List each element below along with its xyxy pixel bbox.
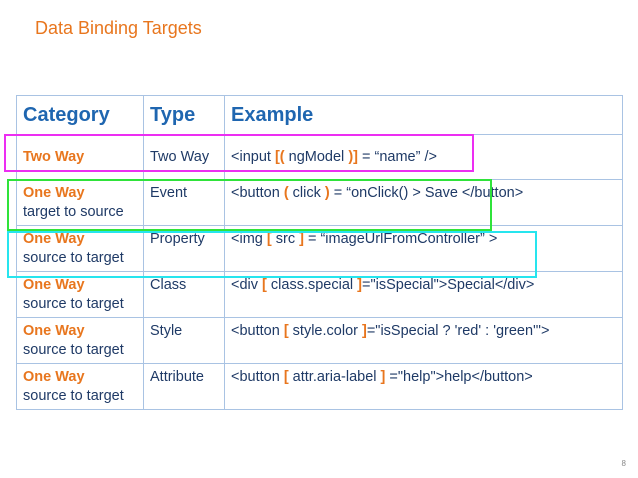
- binding-bracket: [: [283, 369, 289, 385]
- code-text: click: [288, 185, 325, 201]
- type-cell: Attribute: [143, 363, 225, 410]
- category-cell: One Way source to target: [16, 363, 144, 410]
- header-category: Category: [16, 95, 144, 135]
- table-row: One Way source to target Property <img […: [16, 225, 623, 272]
- category-cell: One Way source to target: [16, 317, 144, 364]
- category-cell: One Way source to target: [16, 271, 144, 318]
- category-cell: One Way target to source: [16, 179, 144, 226]
- page-number: 8: [621, 459, 626, 468]
- code-text: class.special: [266, 277, 358, 293]
- category-main: One Way: [23, 185, 85, 201]
- category-sub: source to target: [23, 388, 124, 404]
- table-row: One Way source to target Attribute <butt…: [16, 363, 623, 410]
- code-text: ="isSpecial ? 'red' : 'green'">: [366, 323, 550, 339]
- type-cell: Event: [143, 179, 225, 226]
- binding-bracket: )]: [348, 148, 358, 165]
- category-main: One Way: [23, 277, 85, 293]
- type-cell: Style: [143, 317, 225, 364]
- code-text: = “name” />: [357, 148, 437, 165]
- header-type: Type: [143, 95, 225, 135]
- binding-bracket: [: [266, 231, 272, 247]
- table-row: One Way source to target Style <button […: [16, 317, 623, 364]
- example-cell: <input [( ngModel )] = “name” />: [224, 134, 623, 180]
- example-cell: <button [ style.color ]="isSpecial ? 're…: [224, 317, 623, 364]
- binding-bracket: ]: [362, 323, 367, 339]
- code-text: <img: [231, 231, 267, 247]
- code-text: <button: [231, 185, 284, 201]
- table-row: One Way target to source Event <button (…: [16, 179, 623, 226]
- category-sub: source to target: [23, 250, 124, 266]
- binding-bracket: [: [283, 323, 289, 339]
- example-cell: <img [ src ] = “imageUrlFromController” …: [224, 225, 623, 272]
- example-cell: <div [ class.special ]="isSpecial">Speci…: [224, 271, 623, 318]
- code-text: ngModel: [284, 148, 349, 165]
- code-text: <input: [231, 148, 275, 165]
- binding-bracket: [: [262, 277, 267, 293]
- example-cell: <button [ attr.aria-label ] ="help">help…: [224, 363, 623, 410]
- code-text: <button: [231, 323, 284, 339]
- category-main: One Way: [23, 231, 85, 247]
- binding-bracket: (: [283, 185, 289, 201]
- category-sub: source to target: [23, 296, 124, 312]
- example-cell: <button ( click ) = “onClick() > Save </…: [224, 179, 623, 226]
- binding-table: Category Type Example Two Way Two Way <i…: [16, 95, 623, 410]
- category-cell: One Way source to target: [16, 225, 144, 272]
- category-cell: Two Way: [16, 134, 144, 180]
- code-text: ="help">help</button>: [385, 369, 533, 385]
- table-header-row: Category Type Example: [16, 95, 623, 135]
- binding-bracket: ): [324, 185, 330, 201]
- category-sub: target to source: [23, 204, 124, 220]
- category-main: One Way: [23, 369, 85, 385]
- header-example: Example: [224, 95, 623, 135]
- type-cell: Property: [143, 225, 225, 272]
- code-text: = “imageUrlFromController” >: [303, 231, 498, 247]
- category-main: Two Way: [23, 148, 85, 165]
- table-row: Two Way Two Way <input [( ngModel )] = “…: [16, 134, 623, 180]
- category-sub: source to target: [23, 342, 124, 358]
- type-cell: Two Way: [143, 134, 225, 180]
- slide-title: Data Binding Targets: [35, 18, 202, 38]
- code-text: <button: [231, 369, 284, 385]
- code-text: style.color: [288, 323, 362, 339]
- code-text: attr.aria-label: [288, 369, 381, 385]
- binding-bracket: [(: [274, 148, 285, 165]
- binding-bracket: ]: [357, 277, 362, 293]
- code-text: src: [271, 231, 300, 247]
- code-text: <div: [231, 277, 263, 293]
- code-text: ="isSpecial">Special</div>: [362, 277, 535, 293]
- category-main: One Way: [23, 323, 85, 339]
- table-row: One Way source to target Class <div [ cl…: [16, 271, 623, 318]
- code-text: = “onClick() > Save </button>: [329, 185, 524, 201]
- type-cell: Class: [143, 271, 225, 318]
- binding-bracket: ]: [380, 369, 386, 385]
- binding-bracket: ]: [299, 231, 304, 247]
